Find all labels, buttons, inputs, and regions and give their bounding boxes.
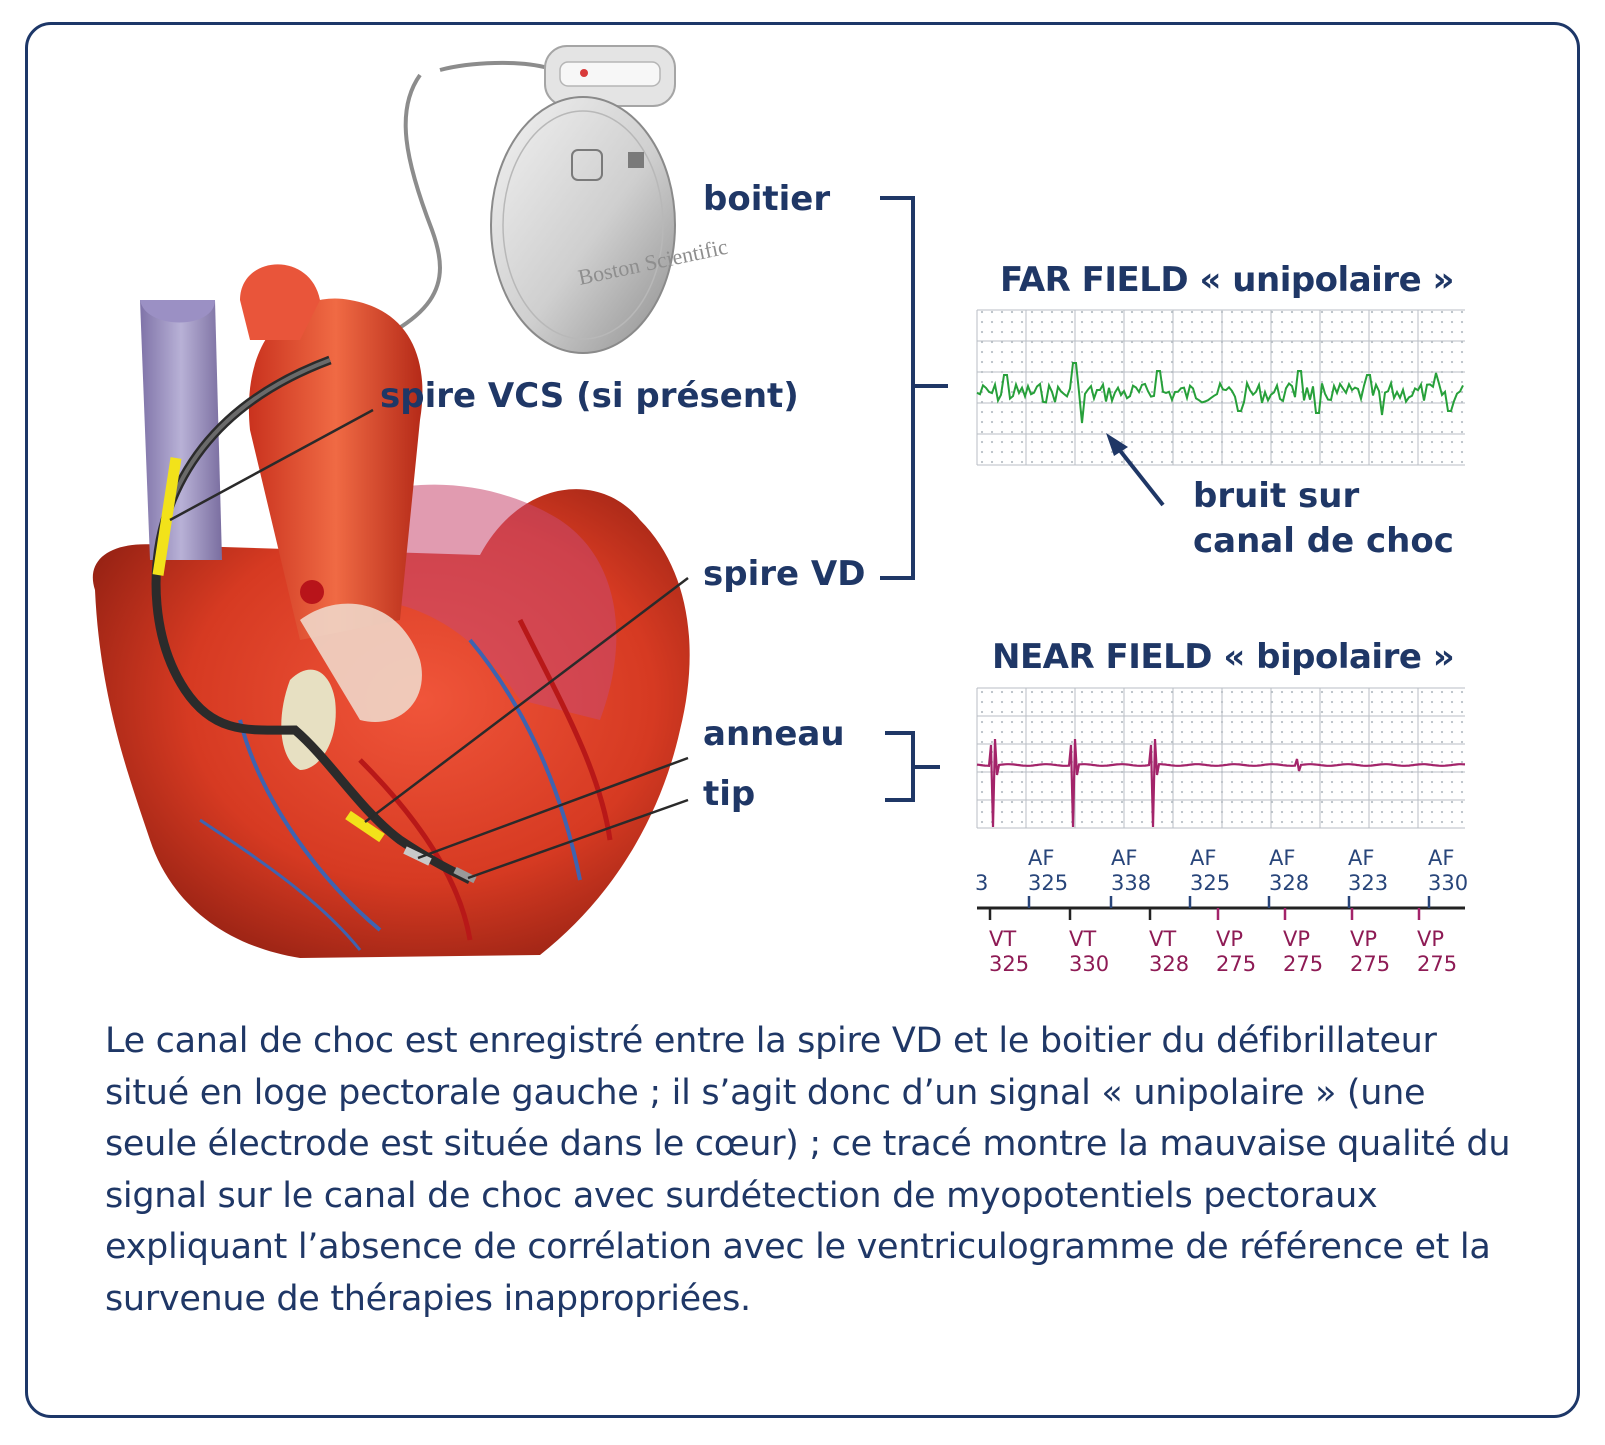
ring-electrode xyxy=(403,846,432,866)
near-field-grid-lines xyxy=(976,687,1465,829)
lead-wire-top xyxy=(439,60,549,72)
coronary-artery-1 xyxy=(517,618,613,841)
brackets xyxy=(880,196,948,802)
label-boitier: boitier xyxy=(703,179,831,219)
near-field-grid-dots xyxy=(977,688,1465,828)
heart-illustration xyxy=(92,264,690,958)
far-field-egm xyxy=(976,309,1465,507)
noise-annotation-line2: canal de choc xyxy=(1193,521,1454,561)
tip-electrode xyxy=(453,866,477,884)
device-can-rim xyxy=(502,110,664,340)
figure-caption: Le canal de choc est enregistré entre la… xyxy=(105,1021,1511,1319)
superior-vena-cava xyxy=(140,300,222,560)
device-port-dot xyxy=(580,69,588,77)
svc-coil xyxy=(152,457,182,576)
coronary-artery-2 xyxy=(358,758,473,941)
bracket-far-field xyxy=(880,196,915,580)
leader-anneau xyxy=(417,756,689,860)
far-field-grid-lines xyxy=(976,309,1465,466)
coronary-vein-2 xyxy=(468,638,582,881)
device-can xyxy=(490,96,676,354)
rv-coil xyxy=(345,810,385,843)
device-qr-icon xyxy=(628,152,644,168)
noise-arrow-head xyxy=(1106,433,1128,456)
leader-lines xyxy=(169,408,689,880)
svc-opening xyxy=(140,300,215,323)
label-spire-vd: spire VD xyxy=(703,554,866,594)
aortic-arch-branch xyxy=(240,264,320,340)
label-tip: tip xyxy=(703,774,756,814)
far-field-title: FAR FIELD « unipolaire » xyxy=(1000,260,1454,300)
leader-spire-vd xyxy=(364,577,689,823)
bracket-near-field xyxy=(885,731,915,802)
label-anneau: anneau xyxy=(703,714,845,754)
tricuspid-valve xyxy=(281,669,336,770)
leader-tip xyxy=(467,798,689,880)
noise-annotation-line1: bruit sur xyxy=(1193,476,1360,516)
noise-arrow-shaft xyxy=(1112,441,1165,507)
near-field-trace xyxy=(976,738,1466,828)
leader-spire-vcs xyxy=(169,408,374,522)
figure-frame xyxy=(25,22,1580,1418)
aorta xyxy=(248,298,423,640)
near-field-title: NEAR FIELD « bipolaire » xyxy=(992,637,1455,677)
near-field-egm xyxy=(976,687,1466,829)
device-logo-icon xyxy=(571,149,603,181)
marker-ticks xyxy=(988,896,1431,920)
marker-top: 3 xyxy=(975,871,989,895)
coronary-ostium xyxy=(300,580,324,604)
label-spire-vcs: spire VCS (si présent) xyxy=(380,376,799,416)
coronary-vein-1 xyxy=(238,719,382,932)
defibrillator-device: Boston Scientific xyxy=(147,45,730,731)
marker-channel xyxy=(977,896,1465,920)
pulmonary-valve xyxy=(300,603,422,722)
device-header-port xyxy=(559,61,661,87)
far-field-trace xyxy=(976,362,1464,424)
coronary-vein-3 xyxy=(199,818,362,951)
